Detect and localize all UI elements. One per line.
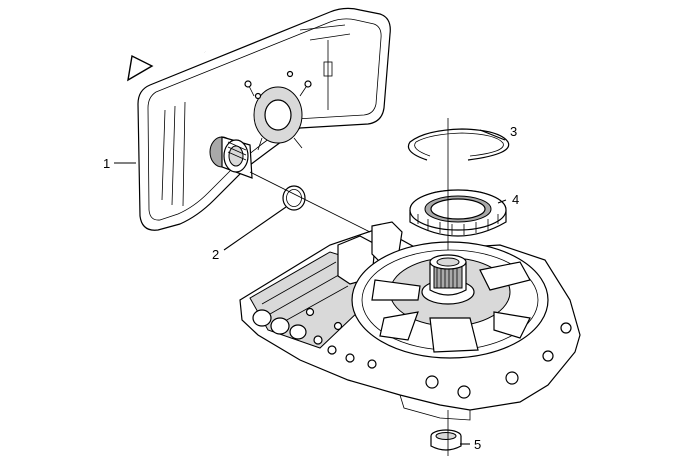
fluid-filter — [137, 7, 391, 231]
callout-2: 2 — [212, 247, 219, 262]
transmission-case — [239, 221, 581, 421]
bearing-assembly — [409, 189, 507, 237]
callout-4: 4 — [512, 192, 519, 207]
filter-seal-o-ring — [282, 185, 306, 211]
alignment-lines — [249, 118, 449, 456]
leader-lines — [114, 129, 507, 445]
callout-1: 1 — [103, 156, 110, 171]
removal-arrow-icon — [127, 41, 207, 82]
retaining-ring — [407, 128, 510, 161]
shaft-seal — [430, 429, 462, 451]
callout-5: 5 — [474, 437, 481, 452]
callout-3: 3 — [510, 124, 517, 139]
